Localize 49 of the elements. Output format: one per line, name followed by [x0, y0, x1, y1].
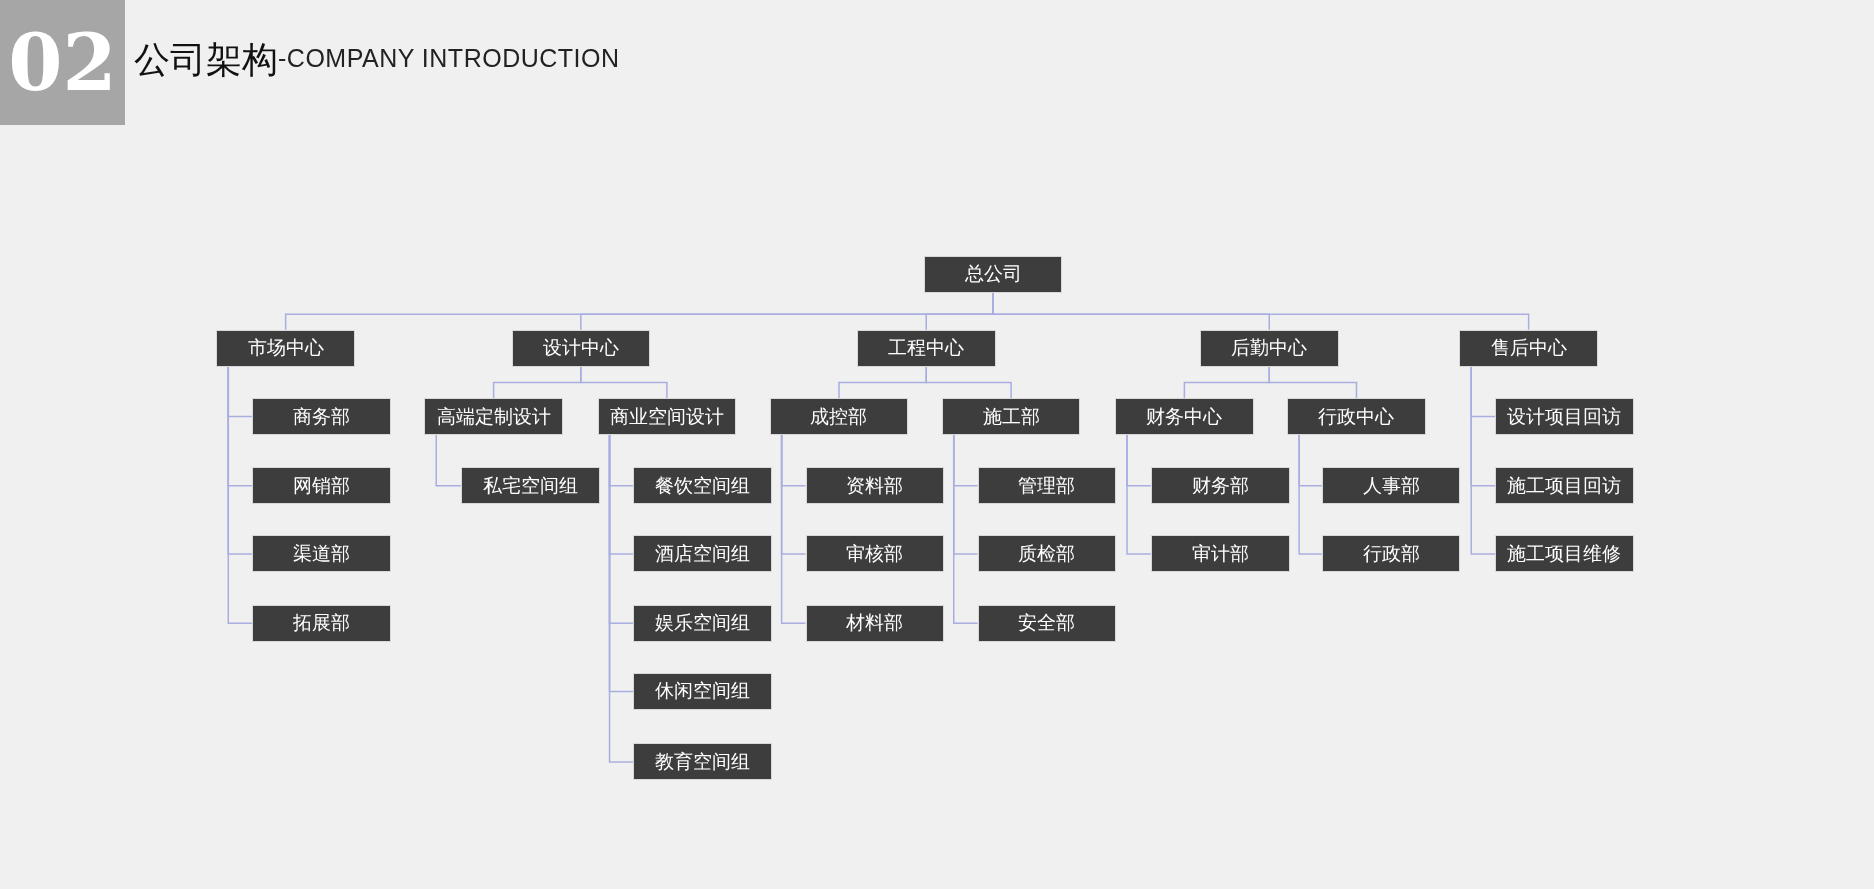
page-title: 公司架构 [134, 38, 278, 82]
org-box: 商业空间设计 [597, 398, 737, 436]
org-box: 后勤中心 [1199, 329, 1339, 367]
org-box: 商务部 [252, 398, 391, 436]
org-box: 娱乐空间组 [633, 604, 773, 642]
connector-line [227, 366, 253, 624]
org-box: 网销部 [252, 467, 391, 505]
org-box: 成控部 [769, 398, 909, 436]
org-box: 拓展部 [252, 604, 391, 642]
connector-line [1298, 434, 1323, 555]
org-box: 施工项目维修 [1495, 535, 1634, 573]
org-box: 施工部 [941, 398, 1081, 436]
org-box: 休闲空间组 [633, 672, 773, 710]
org-box: 管理部 [977, 467, 1117, 505]
org-box: 审核部 [805, 535, 945, 573]
org-box: 行政部 [1321, 535, 1461, 573]
org-box: 渠道部 [252, 535, 391, 573]
org-box: 餐饮空间组 [633, 467, 773, 505]
connector-line [608, 434, 635, 763]
org-box: 施工项目回访 [1495, 467, 1634, 505]
org-box: 总公司 [923, 255, 1063, 293]
org-box: 财务部 [1150, 467, 1290, 505]
org-box: 教育空间组 [633, 743, 773, 781]
org-box: 行政中心 [1287, 398, 1426, 436]
connector-line [435, 434, 463, 487]
org-box: 酒店空间组 [633, 535, 773, 573]
connector-line [780, 434, 807, 624]
org-box: 工程中心 [856, 329, 996, 367]
org-box: 质检部 [977, 535, 1117, 573]
org-box: 审计部 [1150, 535, 1290, 573]
connector-line [953, 434, 979, 624]
org-box: 设计中心 [511, 329, 651, 367]
page-subtitle: -COMPANY INTRODUCTION [278, 44, 620, 73]
connector-line [1470, 366, 1496, 555]
org-box: 安全部 [977, 604, 1117, 642]
org-box: 人事部 [1321, 467, 1461, 505]
connector-line [1126, 434, 1152, 555]
section-number: 02 [0, 0, 125, 125]
org-box: 材料部 [805, 604, 945, 642]
org-box: 财务中心 [1115, 398, 1254, 436]
connector-line [1268, 366, 1358, 399]
connector-line [925, 366, 1012, 399]
org-box: 高端定制设计 [424, 398, 563, 436]
org-box: 售后中心 [1459, 329, 1598, 367]
connector-line [580, 366, 668, 399]
org-box: 私宅空间组 [461, 467, 600, 505]
org-box: 设计项目回访 [1495, 398, 1634, 436]
org-box: 资料部 [805, 467, 945, 505]
org-box: 市场中心 [216, 329, 355, 367]
